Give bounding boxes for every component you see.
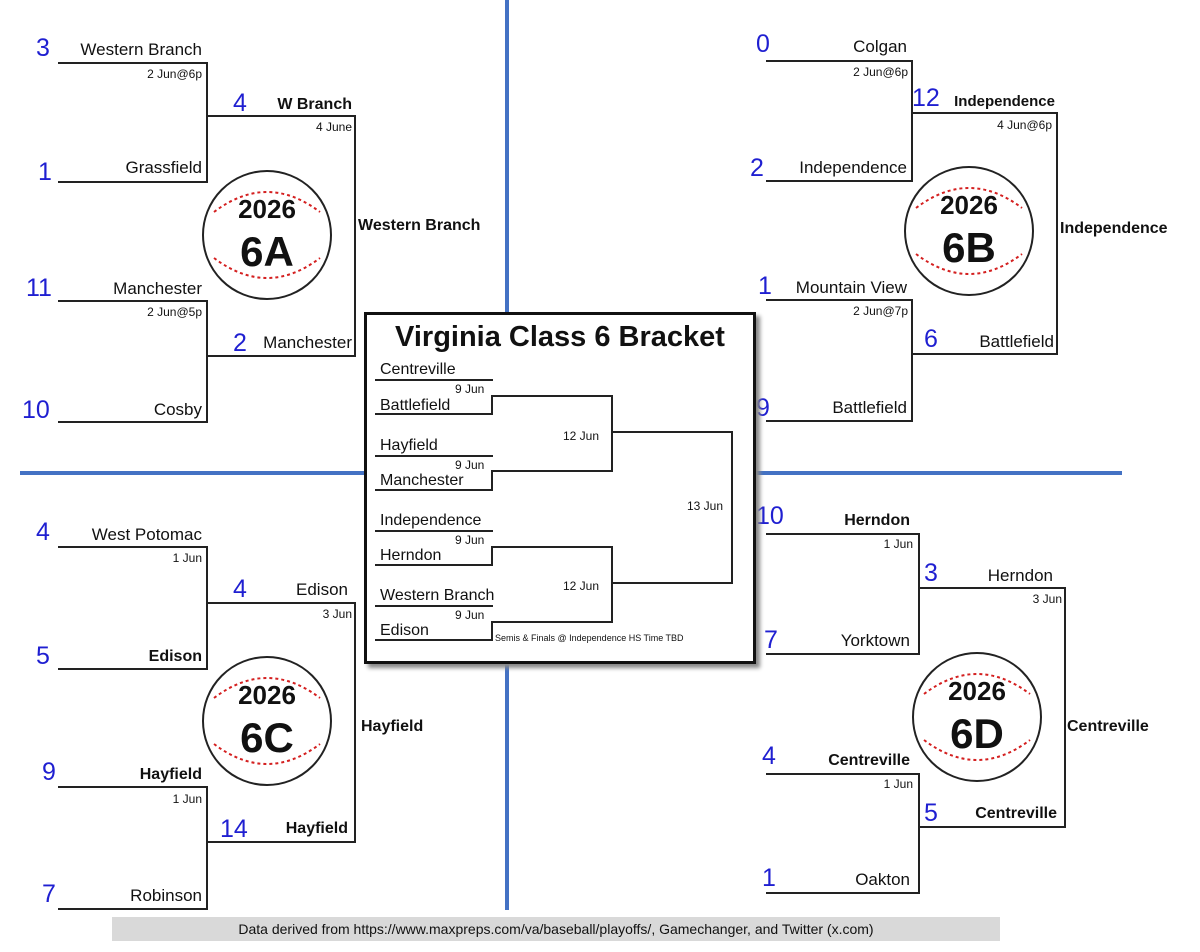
game-date: 3 Jun [322, 607, 352, 621]
team-name: Cosby [153, 400, 202, 419]
team-name: Grassfield [125, 158, 202, 177]
team-name: Battlefield [832, 398, 907, 417]
region-champion: Centreville [1067, 718, 1149, 735]
game-date: 2 Jun@6p [853, 65, 908, 79]
state-team: Manchester [380, 472, 464, 489]
seed: 14 [220, 815, 248, 843]
state-team: Edison [380, 622, 429, 639]
seed: 2 [750, 154, 764, 182]
ball-class: 6D [950, 710, 1004, 757]
seed: 6 [924, 325, 938, 353]
team-name: Centreville [828, 752, 910, 769]
seed: 1 [762, 864, 776, 892]
seed: 3 [36, 34, 50, 62]
championship-date: 13 Jun [687, 499, 724, 513]
game-date: 1 Jun [883, 537, 913, 551]
team-name: Edison [296, 580, 348, 599]
seed: 3 [924, 559, 938, 587]
team-name: Oakton [855, 870, 910, 889]
seed: 12 [912, 84, 940, 112]
seed: 1 [758, 272, 772, 300]
team-name: Herndon [844, 512, 910, 529]
seed: 0 [756, 30, 770, 58]
game-date: 2 Jun@5p [147, 305, 202, 319]
team-name: Manchester [113, 279, 202, 298]
seed: 4 [233, 575, 247, 603]
game-date: 9 Jun [455, 608, 485, 622]
state-team: Hayfield [380, 437, 438, 454]
divider-horizontal-left [20, 471, 366, 475]
game-date: 4 Jun@6p [997, 118, 1052, 132]
state-team: Herndon [380, 547, 442, 564]
game-date: 1 Jun [172, 792, 202, 806]
region-champion: Hayfield [361, 718, 424, 735]
ball-year: 2026 [940, 190, 998, 220]
ball-year: 2026 [238, 194, 296, 224]
game-date: 1 Jun [172, 551, 202, 565]
team-name: Hayfield [139, 766, 202, 783]
seed: 5 [36, 642, 50, 670]
game-date: 1 Jun [883, 777, 913, 791]
region-champion: Western Branch [358, 217, 481, 234]
game-date: 3 Jun [1032, 592, 1062, 606]
baseball-icon: 2026 6B [904, 166, 1034, 296]
baseball-icon: 2026 6D [912, 652, 1042, 782]
ball-class: 6C [240, 714, 294, 761]
game-date: 2 Jun@6p [147, 67, 202, 81]
game-date: 9 Jun [455, 533, 485, 547]
ball-year: 2026 [948, 676, 1006, 706]
divider-vertical-top [505, 0, 509, 312]
seed: 7 [42, 880, 56, 908]
team-name: Centreville [975, 805, 1057, 822]
team-name: Hayfield [285, 820, 348, 837]
team-name: Edison [148, 648, 202, 665]
game-date: 2 Jun@7p [853, 304, 908, 318]
region-champion: Independence [1060, 220, 1168, 237]
seed: 4 [233, 89, 247, 117]
game-date: 4 June [315, 120, 352, 134]
seed: 5 [924, 799, 938, 827]
team-name: Colgan [853, 37, 907, 56]
ball-class: 6B [942, 224, 996, 271]
seed: 10 [756, 502, 784, 530]
seed: 2 [233, 329, 247, 357]
team-name: Independence [954, 93, 1055, 110]
ball-class: 6A [240, 228, 294, 275]
state-team: Independence [380, 512, 482, 529]
baseball-icon: 2026 6A [202, 170, 332, 300]
seed: 4 [762, 742, 776, 770]
data-source-footer: Data derived from https://www.maxpreps.c… [112, 917, 1000, 941]
game-date: 12 Jun [563, 579, 600, 593]
game-date: 12 Jun [563, 429, 600, 443]
team-name: Yorktown [840, 631, 910, 650]
ball-year: 2026 [238, 680, 296, 710]
bracket-title: Virginia Class 6 Bracket [395, 321, 725, 353]
team-name: Independence [799, 158, 907, 177]
team-name: Herndon [987, 566, 1053, 585]
baseball-icon: 2026 6C [202, 656, 332, 786]
team-name: W Branch [277, 96, 352, 113]
state-team: Centreville [380, 361, 456, 378]
team-name: Battlefield [979, 332, 1054, 351]
game-date: 9 Jun [455, 458, 485, 472]
seed: 7 [764, 626, 778, 654]
venue-note: Semis & Finals @ Independence HS Time TB… [495, 633, 684, 643]
seed: 9 [756, 394, 770, 422]
seed: 10 [22, 396, 50, 424]
seed: 9 [42, 758, 56, 786]
divider-vertical-bottom [505, 660, 509, 910]
seed: 1 [38, 158, 52, 186]
seed: 11 [26, 274, 52, 302]
divider-horizontal-right [752, 471, 1122, 475]
team-name: Mountain View [795, 278, 907, 297]
state-team: Battlefield [380, 397, 451, 414]
state-team: Western Branch [380, 587, 495, 604]
team-name: West Potomac [91, 525, 202, 544]
state-bracket-panel: Virginia Class 6 Bracket Centreville 9 J… [364, 312, 756, 664]
seed: 4 [36, 518, 50, 546]
team-name: Manchester [263, 333, 352, 352]
game-date: 9 Jun [455, 382, 485, 396]
team-name: Western Branch [80, 40, 202, 59]
team-name: Robinson [130, 886, 202, 905]
